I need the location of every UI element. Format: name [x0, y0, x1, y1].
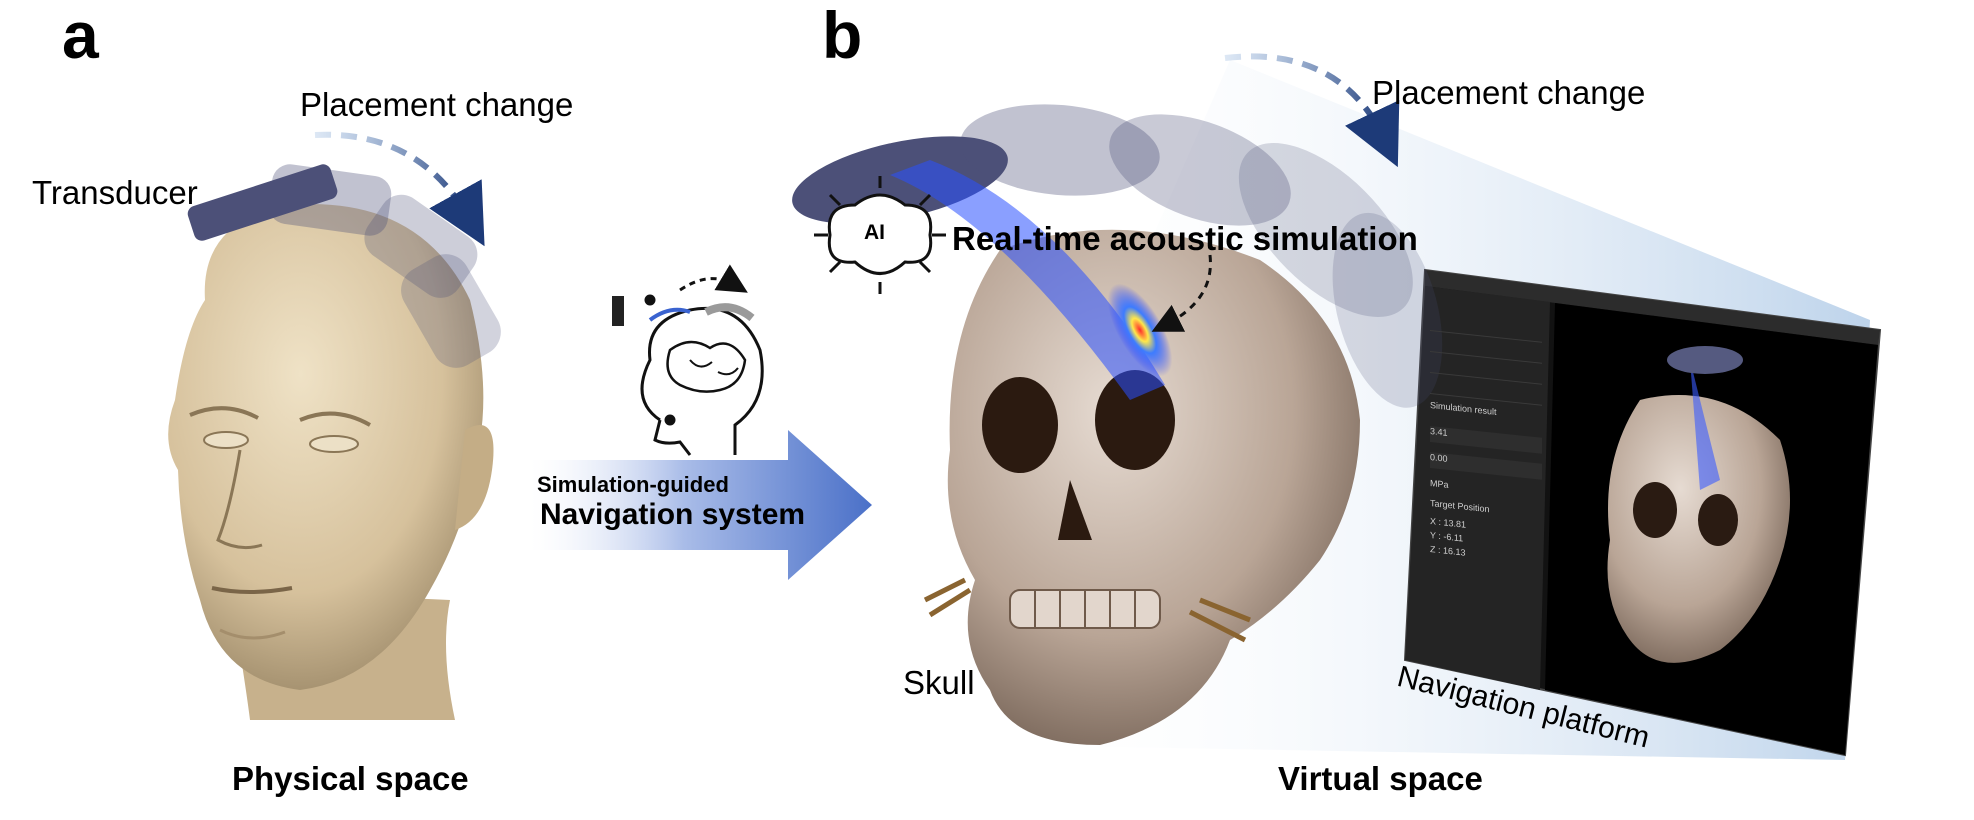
- ai-badge: AI: [864, 221, 885, 244]
- navigation-arrow: [530, 430, 872, 580]
- panel-letter-b: b: [822, 0, 863, 72]
- ai-chip-icon: [814, 176, 946, 294]
- readout-2: 0.00: [1430, 452, 1542, 480]
- head-illustration: [168, 204, 494, 720]
- physical-space-caption: Physical space: [232, 760, 469, 797]
- transducer-ghost-positions: [187, 164, 501, 368]
- brain-person-icon: [612, 264, 764, 456]
- placement-arrow-a: [314, 131, 485, 247]
- placement-change-label-a: Placement change: [300, 86, 574, 123]
- placement-arrow-b: [1224, 53, 1400, 168]
- navigation-title: Navigation system: [540, 498, 806, 531]
- simulation-label: Real-time acoustic simulation: [952, 220, 1418, 257]
- placement-change-label-b: Placement change: [1372, 74, 1646, 111]
- readout-1: 3.41: [1430, 426, 1542, 454]
- virtual-space-caption: Virtual space: [1278, 760, 1483, 797]
- screen-sidebar: Simulation result 3.41 0.00 MPa Target P…: [1430, 310, 1542, 570]
- sidebar-header: Simulation result: [1430, 400, 1497, 417]
- screen-skull: [1607, 346, 1790, 663]
- skull-illustration: [923, 229, 1360, 745]
- skull-label: Skull: [903, 664, 975, 701]
- focus-pointer-arrow: [1151, 254, 1212, 332]
- navigation-subtitle: Simulation-guided: [537, 472, 729, 497]
- panel-letter-a: a: [62, 0, 99, 72]
- acoustic-beam: [890, 160, 1173, 400]
- transducer-label: Transducer: [32, 174, 198, 211]
